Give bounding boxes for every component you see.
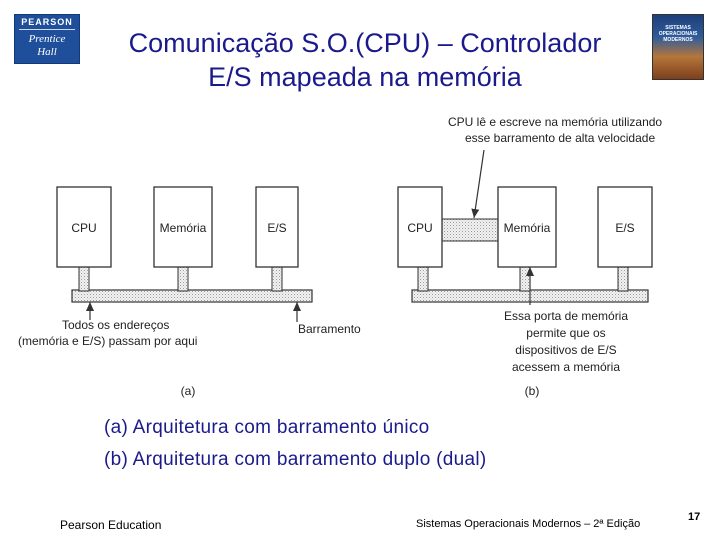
memory-bus-stub [177, 265, 189, 292]
high-speed-arrow [471, 149, 485, 219]
port-annotation-line1: Essa porta de memória [504, 309, 628, 323]
single-bus [71, 289, 313, 303]
logo-line2: Hall [37, 46, 57, 58]
diagram-b: CPU Memória E/S CPU lê e escreve na memó… [397, 115, 662, 398]
cpu-bus-stub [78, 265, 90, 292]
high-speed-annotation-line1: CPU lê e escreve na memória utilizando [448, 115, 662, 129]
io-architecture-diagram: CPU Memória E/S Todos os endereços (memó… [18, 115, 662, 398]
book-cover-title: SISTEMAS OPERACIONAIS MODERNOS [658, 25, 698, 43]
memory-label: Memória [160, 221, 207, 235]
port-annotation-line4: acessem a memória [512, 360, 620, 374]
slide-title-line1: Comunicação S.O.(CPU) – Controlador [128, 28, 602, 58]
memory-box-b [497, 186, 557, 268]
bus-label: Barramento [298, 322, 361, 336]
addresses-annotation-line2: (memória e E/S) passam por aqui [18, 334, 197, 348]
sublabel-a: (a) [181, 384, 196, 398]
io-bus-stub [271, 265, 283, 292]
io-label: E/S [267, 221, 286, 235]
logo-brand: PEARSON [21, 17, 73, 27]
logo-divider [19, 29, 75, 30]
io-box [255, 186, 299, 268]
cpu-box [56, 186, 112, 268]
diagram-a: CPU Memória E/S Todos os endereços (memó… [18, 186, 361, 398]
book-cover-image: SISTEMAS OPERACIONAIS MODERNOS [652, 14, 704, 80]
port-annotation-line2: permite que os [526, 326, 605, 340]
caption-line1: (a) Arquitetura com barramento único [104, 417, 430, 438]
memory-box [153, 186, 213, 268]
pearson-prentice-hall-logo: PEARSON Prentice Hall [14, 14, 80, 64]
addresses-annotation-line1: Todos os endereços [62, 318, 169, 332]
io-label-b: E/S [615, 221, 634, 235]
high-speed-annotation-line2: esse barramento de alta velocidade [465, 131, 655, 145]
sublabel-b: (b) [525, 384, 540, 398]
cpu-box-b [397, 186, 443, 268]
footer-book-title: Sistemas Operacionais Modernos – 2ª Ediç… [416, 518, 641, 530]
logo-line1: Prentice [28, 33, 66, 45]
slide-title-line2: E/S mapeada na memória [208, 62, 522, 92]
footer-publisher: Pearson Education [60, 518, 162, 532]
high-speed-bus [440, 218, 500, 242]
io-bus-stub-b [617, 265, 629, 292]
memory-label-b: Memória [504, 221, 551, 235]
io-box-b [597, 186, 653, 268]
caption-line2: (b) Arquitetura com barramento duplo (du… [104, 449, 487, 470]
cpu-label-b: CPU [407, 221, 432, 235]
port-annotation-line3: dispositivos de E/S [515, 343, 616, 357]
page-number: 17 [688, 511, 701, 523]
cpu-label: CPU [71, 221, 96, 235]
memory-bus-stub-b [519, 265, 531, 292]
cpu-bus-stub-b [417, 265, 429, 292]
